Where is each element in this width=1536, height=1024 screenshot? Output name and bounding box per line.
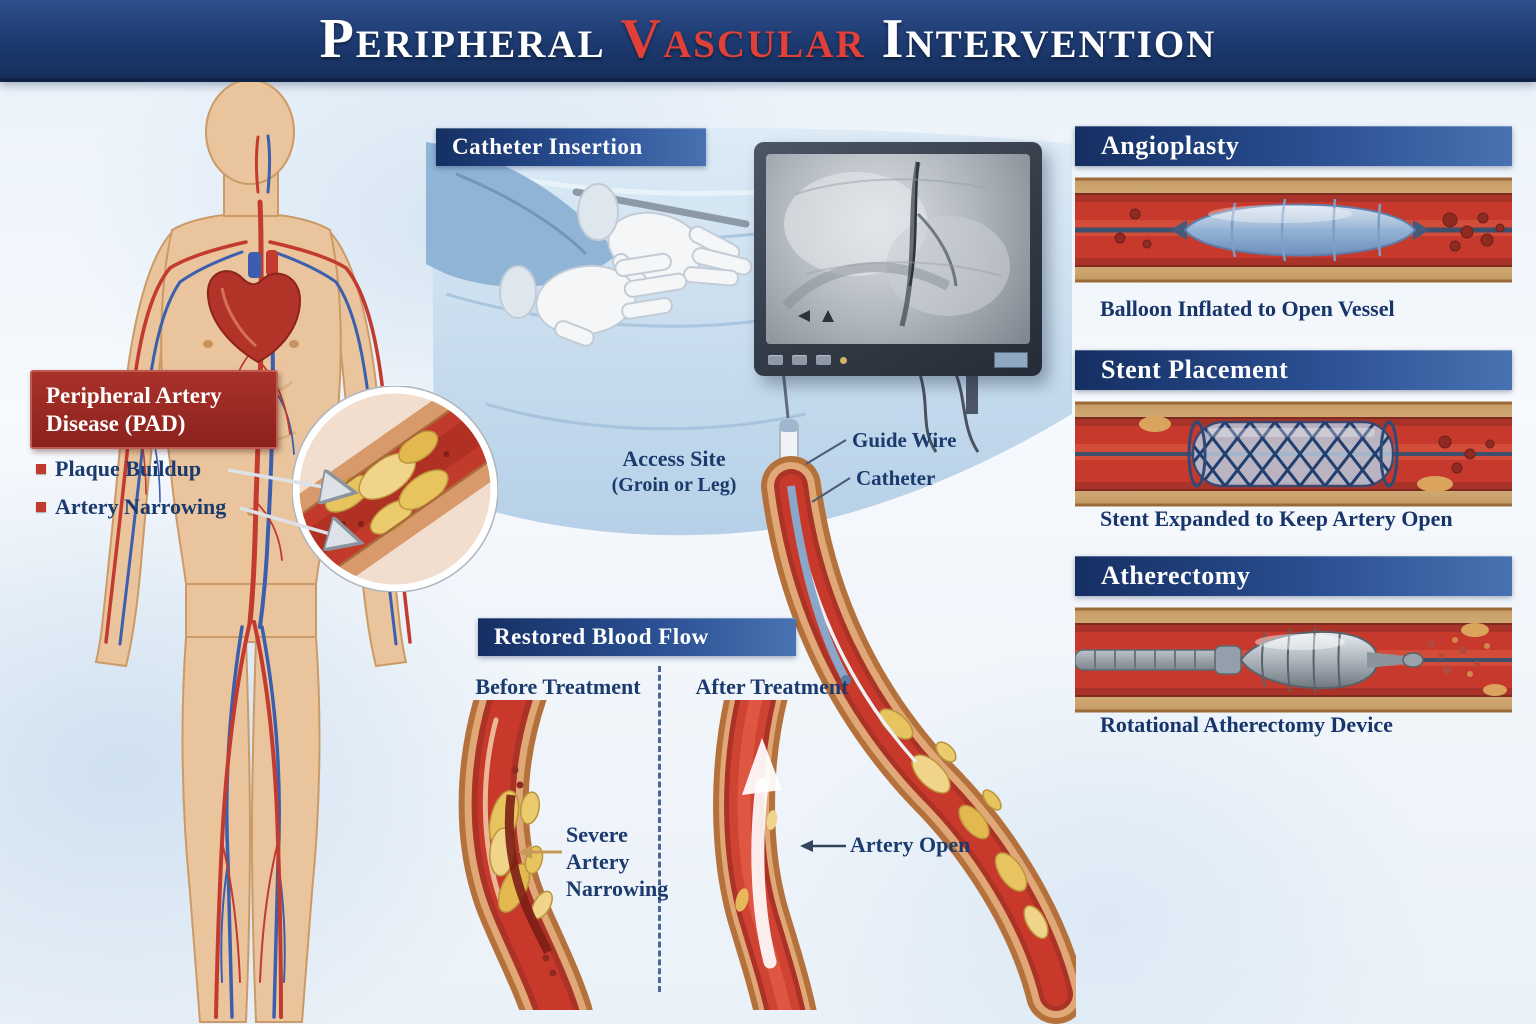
- section-header-angioplasty: Angioplasty: [1075, 126, 1512, 166]
- stent-caption: Stent Expanded to Keep Artery Open: [1100, 506, 1453, 531]
- bullet-marker: [36, 464, 46, 474]
- pad-label-box: Peripheral Artery Disease (PAD): [30, 370, 278, 450]
- artery-open-label: Artery Open: [850, 832, 971, 857]
- access-site-label: Access Site (Groin or Leg): [596, 446, 752, 497]
- title-banner: Peripheral Vascular Intervention: [0, 0, 1536, 82]
- atherectomy-title: Atherectomy: [1101, 561, 1251, 590]
- restored-blood-flow-title: Restored Blood Flow: [494, 624, 709, 649]
- section-header-atherectomy: Atherectomy: [1075, 556, 1512, 596]
- monitor-button: [792, 355, 807, 365]
- angioplasty-title: Angioplasty: [1101, 131, 1240, 160]
- monitor-control-strip: [768, 351, 1028, 369]
- balloon-icon: [1170, 198, 1430, 262]
- angioplasty-caption: Balloon Inflated to Open Vessel: [1100, 296, 1395, 321]
- access-site-text: Access Site: [622, 446, 726, 471]
- section-header-stent-placement: Stent Placement: [1075, 350, 1512, 390]
- bullet-marker: [36, 502, 46, 512]
- gloved-hands: [499, 183, 753, 347]
- angioplasty-illustration: [1075, 177, 1512, 283]
- access-site-sublabel: (Groin or Leg): [611, 473, 737, 496]
- pad-bullet-plaque: Plaque Buildup: [36, 456, 276, 482]
- xray-image: [782, 161, 1010, 327]
- xray-screen: [766, 154, 1030, 344]
- plaque-debris: [1427, 637, 1490, 677]
- section-header-catheter-insertion: Catheter Insertion: [436, 128, 706, 166]
- heart-illustration: [206, 250, 302, 364]
- title-word-intervention: Intervention: [881, 8, 1217, 70]
- pad-bullet-list: Plaque Buildup Artery Narrowing: [36, 456, 276, 532]
- before-treatment-heading: Before Treatment: [475, 674, 641, 699]
- title-word-vascular: Vascular: [620, 8, 866, 70]
- severe-narrowing-label: Severe Artery Narrowing: [566, 822, 669, 901]
- catheter-insertion-title: Catheter Insertion: [452, 134, 643, 159]
- artery-plaque-deposits: [878, 708, 1049, 939]
- monitor-button: [768, 355, 783, 365]
- pad-bullet-narrowing-label: Artery Narrowing: [55, 494, 227, 519]
- guide-wire-label: Guide Wire: [852, 428, 957, 452]
- monitor-led: [840, 356, 847, 364]
- monitor-stand: [918, 372, 980, 453]
- screen-marker-up: [822, 310, 834, 322]
- section-header-restored-blood-flow: Restored Blood Flow: [478, 618, 796, 656]
- xray-monitor: [754, 142, 1042, 376]
- before-artery-illustration: [458, 700, 593, 1010]
- pad-heading: Peripheral Artery Disease (PAD): [46, 383, 222, 436]
- screen-marker-left: [798, 310, 810, 322]
- page-title: Peripheral Vascular Intervention: [320, 7, 1217, 71]
- monitor-side-panel: [994, 352, 1028, 368]
- flow-arrow-icon: [742, 738, 782, 969]
- after-artery-illustration: [713, 700, 817, 1010]
- after-treatment-heading: After Treatment: [695, 674, 849, 699]
- stent-placement-title: Stent Placement: [1101, 355, 1289, 384]
- atherectomy-burr-icon: [1075, 627, 1424, 693]
- catheter-label: Catheter: [856, 466, 936, 490]
- pad-bullet-plaque-label: Plaque Buildup: [55, 456, 202, 481]
- catheter-tube-illustration: [787, 485, 850, 682]
- title-word-peripheral: Peripheral: [319, 8, 606, 70]
- artery-inset-circle: [292, 386, 498, 592]
- treatment-divider: [658, 666, 661, 992]
- surgeon-gown: [426, 142, 618, 287]
- monitor-button: [816, 355, 831, 365]
- atherectomy-illustration: [1075, 607, 1512, 713]
- atherectomy-caption: Rotational Atherectomy Device: [1100, 712, 1393, 737]
- pad-bullet-narrowing: Artery Narrowing: [36, 494, 276, 520]
- stent-illustration: [1075, 401, 1512, 507]
- stent-icon: [1187, 420, 1399, 488]
